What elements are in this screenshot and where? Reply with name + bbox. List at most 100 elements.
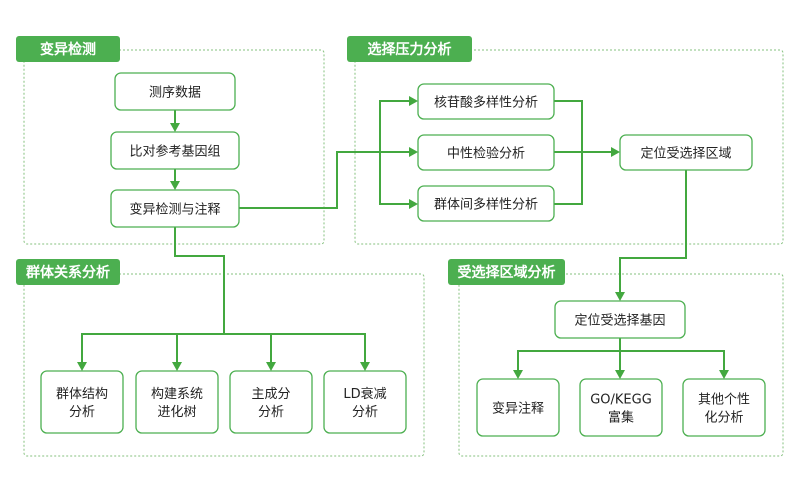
node-label: 定位受选择基因 xyxy=(574,314,665,329)
node-box xyxy=(417,83,555,120)
edge-line xyxy=(81,227,225,364)
edge-locate_gene-to-other xyxy=(620,350,729,379)
edge-neutral-to-locate_region xyxy=(554,147,620,157)
group-tag-label: 选择压力分析 xyxy=(368,41,452,58)
arrowhead xyxy=(719,370,729,379)
node-label: GO/KEGG xyxy=(590,393,652,408)
node-call: 变异检测与注释 xyxy=(110,189,240,228)
node-label: 定位受选择区域 xyxy=(640,147,731,162)
arrowhead xyxy=(170,181,180,190)
edge-line xyxy=(379,152,411,205)
edge-nucdiv-to-locate_region xyxy=(554,100,583,152)
node-locate_region: 定位受选择区域 xyxy=(619,134,753,171)
group-tag-background xyxy=(347,36,472,62)
edge-line xyxy=(620,350,725,372)
edge-line xyxy=(517,338,621,372)
group-tag-selection: 选择压力分析 xyxy=(347,36,472,62)
node-box xyxy=(110,131,240,170)
node-box xyxy=(619,134,753,171)
node-box xyxy=(323,370,407,434)
edge-call-to-pca xyxy=(224,333,276,371)
arrowhead xyxy=(409,96,418,106)
arrowhead xyxy=(360,362,370,371)
node-box xyxy=(682,378,766,437)
edge-seq-to-align xyxy=(170,110,180,132)
arrowhead xyxy=(615,370,625,379)
node-label: 群体结构 xyxy=(56,387,108,402)
edge-line xyxy=(239,151,411,209)
node-label: LD衰减 xyxy=(343,386,386,402)
edge-line xyxy=(224,333,366,364)
node-box xyxy=(554,300,686,339)
group-tag-population: 群体关系分析 xyxy=(16,259,120,285)
arrowhead xyxy=(409,199,418,209)
node-box xyxy=(417,185,555,222)
node-box xyxy=(229,370,313,434)
node-label: 构建系统 xyxy=(151,387,203,402)
node-box xyxy=(135,370,219,434)
group-tag-label: 变异检测 xyxy=(40,41,96,58)
group-tag-label: 受选择区域分析 xyxy=(458,264,556,281)
group-tag-label: 群体关系分析 xyxy=(25,264,110,281)
node-label: 变异检测与注释 xyxy=(129,202,220,218)
edge-align-to-call xyxy=(170,169,180,190)
node-label: 化分析 xyxy=(704,411,743,426)
node-label: 比对参考基因组 xyxy=(129,144,220,160)
group-tag-variant: 变异检测 xyxy=(16,36,120,62)
arrowhead xyxy=(172,362,182,371)
node-label: 核苷酸多样性分析 xyxy=(434,95,538,111)
arrowhead xyxy=(611,147,620,157)
node-box xyxy=(40,370,124,434)
node-label: 进化树 xyxy=(157,405,196,420)
edge-neutral-to-popdiv xyxy=(379,152,418,209)
node-box xyxy=(110,189,240,228)
edge-locate_gene-to-annot xyxy=(513,338,621,379)
edge-call-to-structure xyxy=(77,227,225,371)
group-tag-background xyxy=(16,36,120,62)
node-seq: 测序数据 xyxy=(114,72,236,111)
node-label: 其他个性 xyxy=(698,393,750,408)
edge-locate_gene-to-gokegg xyxy=(615,338,625,379)
node-neutral: 中性检验分析 xyxy=(417,134,555,171)
node-annot: 变异注释 xyxy=(476,378,560,437)
edge-popdiv-to-locate_region xyxy=(554,152,583,205)
group-region-selection xyxy=(354,49,784,245)
node-box xyxy=(476,378,560,437)
node-box xyxy=(579,378,663,437)
edge-call-to-ld xyxy=(224,333,370,371)
node-label: 分析 xyxy=(69,405,95,420)
arrowhead xyxy=(409,147,418,157)
arrowhead xyxy=(615,292,625,301)
node-label: 测序数据 xyxy=(149,86,201,101)
group-region-variant xyxy=(23,49,325,245)
arrowhead xyxy=(513,370,523,379)
node-box xyxy=(114,72,236,111)
edge-line xyxy=(554,100,583,152)
arrowhead xyxy=(266,362,276,371)
edge-neutral-to-nucdiv xyxy=(379,96,418,152)
node-label: 主成分 xyxy=(251,387,290,402)
edge-line xyxy=(224,333,272,364)
edge-line xyxy=(619,170,687,294)
node-label: 变异注释 xyxy=(492,401,544,417)
node-label: 富集 xyxy=(608,410,634,426)
node-box xyxy=(417,134,555,171)
node-gokegg: GO/KEGG 富集 xyxy=(579,378,663,437)
node-align: 比对参考基因组 xyxy=(110,131,240,170)
node-label: 中性检验分析 xyxy=(447,146,525,162)
arrowhead xyxy=(170,123,180,132)
edge-locate_region-to-locate_gene xyxy=(615,170,687,301)
edge-line xyxy=(554,152,583,205)
node-popdiv: 群体间多样性分析 xyxy=(417,185,555,222)
edge-line xyxy=(176,333,224,364)
node-label: 分析 xyxy=(258,405,284,420)
edge-line xyxy=(379,100,411,152)
node-label: 群体间多样性分析 xyxy=(434,197,538,213)
group-tag-background xyxy=(16,259,120,285)
